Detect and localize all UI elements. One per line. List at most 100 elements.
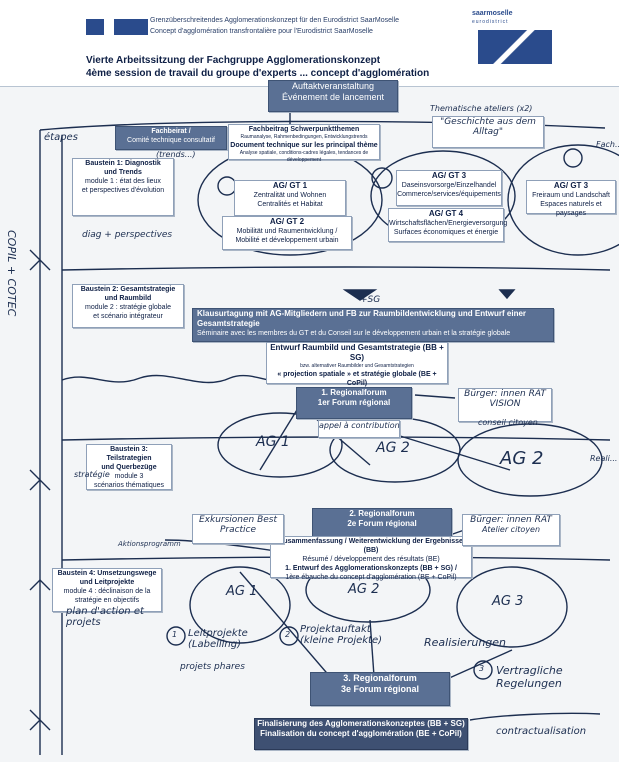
logo-sub: eurodistrict bbox=[472, 19, 509, 25]
entwurf-l2: bzw. alternativer Raumbilder und Gesamts… bbox=[300, 363, 414, 369]
logo-text: saarmoselle bbox=[472, 10, 513, 17]
baustein-3-box: Baustein 3: Teilstrategien und Querbezüg… bbox=[86, 444, 172, 490]
baustein-3-fr2: scénarios thématiques bbox=[93, 482, 165, 489]
ag-3-de: Daseinsvorsorge/Einzelhandel bbox=[401, 182, 497, 189]
ag-3-fr: Commerce/services/équipements bbox=[397, 191, 501, 198]
hw-appel-card: appel à contribution bbox=[318, 420, 400, 438]
baustein-3-fr1: module 3 bbox=[114, 473, 144, 480]
ag-5-box: AG/ GT 3 Freiraum und Landschaft Espaces… bbox=[526, 180, 616, 217]
baustein-1-fr1: module 1 : état des lieux bbox=[85, 178, 161, 185]
fachbeirat-box: Fachbeirat / Comité technique consultati… bbox=[115, 126, 227, 150]
hw-themengruppe: Thematische ateliers (x2) bbox=[430, 104, 533, 113]
hw-buerger2-card: Bürger: innen RAT Atelier citoyen bbox=[462, 514, 560, 546]
ag-1-fr: Centralités et Habitat bbox=[257, 201, 323, 208]
forum-1-box: 1. Regionalforum 1er Forum régional bbox=[296, 387, 412, 419]
ag-4-de: Wirtschaftsflächen/Energieversorgung bbox=[389, 220, 508, 227]
forum-1-fr: 1er Forum régional bbox=[317, 398, 391, 407]
hw-copil: COPIL + COTEC bbox=[5, 230, 18, 317]
baustein-2-title2: und Raumbild bbox=[104, 295, 152, 302]
hw-ag-d: AG 1 bbox=[226, 584, 258, 599]
final-fr: Finalisation du concept d'agglomération … bbox=[260, 729, 462, 738]
baustein-1-title2: und Trends bbox=[104, 169, 142, 176]
page-title-de: Vierte Arbeitssitzung der Fachgruppe Agg… bbox=[86, 55, 381, 66]
hw-geschichte: "Geschichte aus dem Alltag" bbox=[440, 117, 536, 137]
ag-3-box: AG/ GT 3 Daseinsvorsorge/Einzelhandel Co… bbox=[396, 170, 502, 206]
fachbeitrag-line4: Analyse spatiale, conditions-cadres léga… bbox=[239, 150, 369, 163]
ag-4-title: AG/ GT 4 bbox=[428, 209, 464, 218]
entwurf-l1: Entwurf Raumbild und Gesamtstrategie (BB… bbox=[270, 343, 444, 362]
forum-2-l4: Résumé / développement des résultats (BE… bbox=[302, 556, 440, 563]
forum-2-de: 2. Regionalforum bbox=[349, 509, 415, 518]
hw-trends: (trends...) bbox=[156, 150, 196, 159]
baustein-2-fr1: module 2 : stratégie globale bbox=[85, 304, 171, 311]
ag-5-de: Freiraum und Landschaft bbox=[532, 192, 610, 199]
ag-1-de: Zentralität und Wohnen bbox=[253, 192, 327, 199]
baustein-4-fr1: module 4 : déclinaison de la bbox=[63, 588, 151, 595]
hw-n3: 3 bbox=[479, 664, 485, 673]
hw-n1: 1 bbox=[172, 630, 178, 639]
ag-4-fr: Surfaces économiques et énergie bbox=[393, 229, 499, 236]
baustein-4-fr2: stratégie en objectifs bbox=[74, 597, 140, 604]
klausur-box: Klausurtagung mit AG-Mitgliedern und FB … bbox=[192, 308, 554, 342]
hw-buerger1-card: Bürger: innen RAT VISION bbox=[458, 388, 552, 422]
ag-5-title: AG/ GT 3 bbox=[553, 181, 589, 190]
final-box: Finalisierung des Agglomerationskonzepte… bbox=[254, 718, 468, 750]
hw-vertraglich: Vertragliche Regelungen bbox=[496, 664, 563, 690]
entwurf-box: Entwurf Raumbild und Gesamtstrategie (BB… bbox=[266, 342, 448, 394]
ag-2-fr: Mobilité et développement urbain bbox=[235, 237, 339, 244]
hw-exkursion: Exkursionen Best Practice bbox=[198, 515, 278, 535]
hw-buerger1: Bürger: innen RAT bbox=[464, 389, 546, 399]
baustein-3-title2: und Querbezüge bbox=[101, 464, 157, 471]
kickoff-de: Auftaktveranstaltung bbox=[291, 81, 375, 91]
hw-ag-b: AG 2 bbox=[376, 440, 410, 456]
final-de: Finalisierung des Agglomerationskonzepte… bbox=[257, 719, 465, 728]
baustein-2-fr2: et scénario intégrateur bbox=[93, 313, 163, 320]
hw-n2: 2 bbox=[285, 630, 291, 639]
ag-1-box: AG/ GT 1 Zentralität und Wohnen Centrali… bbox=[234, 180, 346, 216]
hw-leit: Leitprojekte (Labelling) bbox=[188, 628, 248, 650]
hw-aktion: Aktionsprogramm bbox=[118, 540, 181, 548]
fachbeitrag-line2: Raumanalyse, Rahmenbedingungen, Entwickl… bbox=[240, 134, 368, 140]
hw-projektauftakt: Projektauftakt (kleine Projekte) bbox=[300, 624, 383, 646]
hw-projets-phares: projets phares bbox=[180, 662, 245, 672]
baustein-3-title: Baustein 3: Teilstrategien bbox=[106, 446, 152, 462]
ag-2-de: Mobilität und Raumentwicklung / bbox=[236, 228, 338, 235]
baustein-1-fr2: et perspectives d'évolution bbox=[81, 187, 165, 194]
hw-ag-a: AG 1 bbox=[256, 434, 290, 450]
forum-2-details: Zusammenfassung / Weiterentwicklung der … bbox=[270, 536, 472, 581]
baustein-2-box: Baustein 2: Gesamtstrategie und Raumbild… bbox=[72, 284, 184, 328]
baustein-1-box: Baustein 1: Diagnostik und Trends module… bbox=[72, 158, 174, 216]
ag-3-title: AG/ GT 3 bbox=[431, 171, 467, 180]
saarmoselle-logo: saarmoselle eurodistrict bbox=[472, 10, 558, 65]
forum-2-l6: 1ère ébauche du concept d'agglomération … bbox=[285, 574, 457, 581]
hw-diag: diag + perspectives bbox=[82, 230, 173, 240]
baustein-4-title2: und Leitprojekte bbox=[79, 579, 135, 586]
hw-buerger2: Bürger: innen RAT bbox=[470, 515, 552, 525]
hw-fs: Fach... bbox=[596, 140, 619, 149]
hw-appel: appel à contribution bbox=[319, 421, 400, 430]
hw-ag-c: AG 2 bbox=[500, 448, 544, 469]
ag-2-title: AG/ GT 2 bbox=[269, 217, 305, 226]
klausur-fr: Séminaire avec les membres du GT et du C… bbox=[197, 330, 511, 337]
forum-3-box: 3. Regionalforum 3e Forum régional bbox=[310, 672, 450, 706]
forum-1-de: 1. Regionalforum bbox=[321, 388, 387, 397]
hw-ag-e: AG 2 bbox=[348, 582, 380, 597]
org-line-fr: Concept d'agglomération transfrontalière… bbox=[150, 28, 373, 35]
ag-5-fr: Espaces naturels et paysages bbox=[540, 201, 602, 217]
hw-conseil: conseil citoyen bbox=[478, 418, 538, 427]
hw-geschichte-card: "Geschichte aus dem Alltag" bbox=[432, 116, 544, 148]
forum-2-l3: Zusammenfassung / Weiterentwicklung der … bbox=[279, 538, 463, 554]
fachbeirat-sub: Comité technique consultatif bbox=[127, 137, 215, 144]
forum-2-box: 2. Regionalforum 2e Forum régional bbox=[312, 508, 452, 538]
hw-ag-f: AG 3 bbox=[492, 594, 524, 609]
hw-real: Reali... mit Bürger bbox=[590, 454, 619, 463]
hw-contract: contractualisation bbox=[496, 726, 587, 737]
ag-1-title: AG/ GT 1 bbox=[272, 181, 308, 190]
ag-4-box: AG/ GT 4 Wirtschaftsflächen/Energieverso… bbox=[388, 208, 508, 242]
fachbeirat-title: Fachbeirat / bbox=[151, 128, 191, 135]
kickoff-box: Auftaktveranstaltung Événement de lancem… bbox=[268, 80, 398, 112]
hw-vision: VISION bbox=[489, 399, 521, 409]
baustein-2-title: Baustein 2: Gesamtstrategie bbox=[80, 286, 176, 293]
ag-2-box: AG/ GT 2 Mobilität und Raumentwicklung /… bbox=[222, 216, 352, 250]
